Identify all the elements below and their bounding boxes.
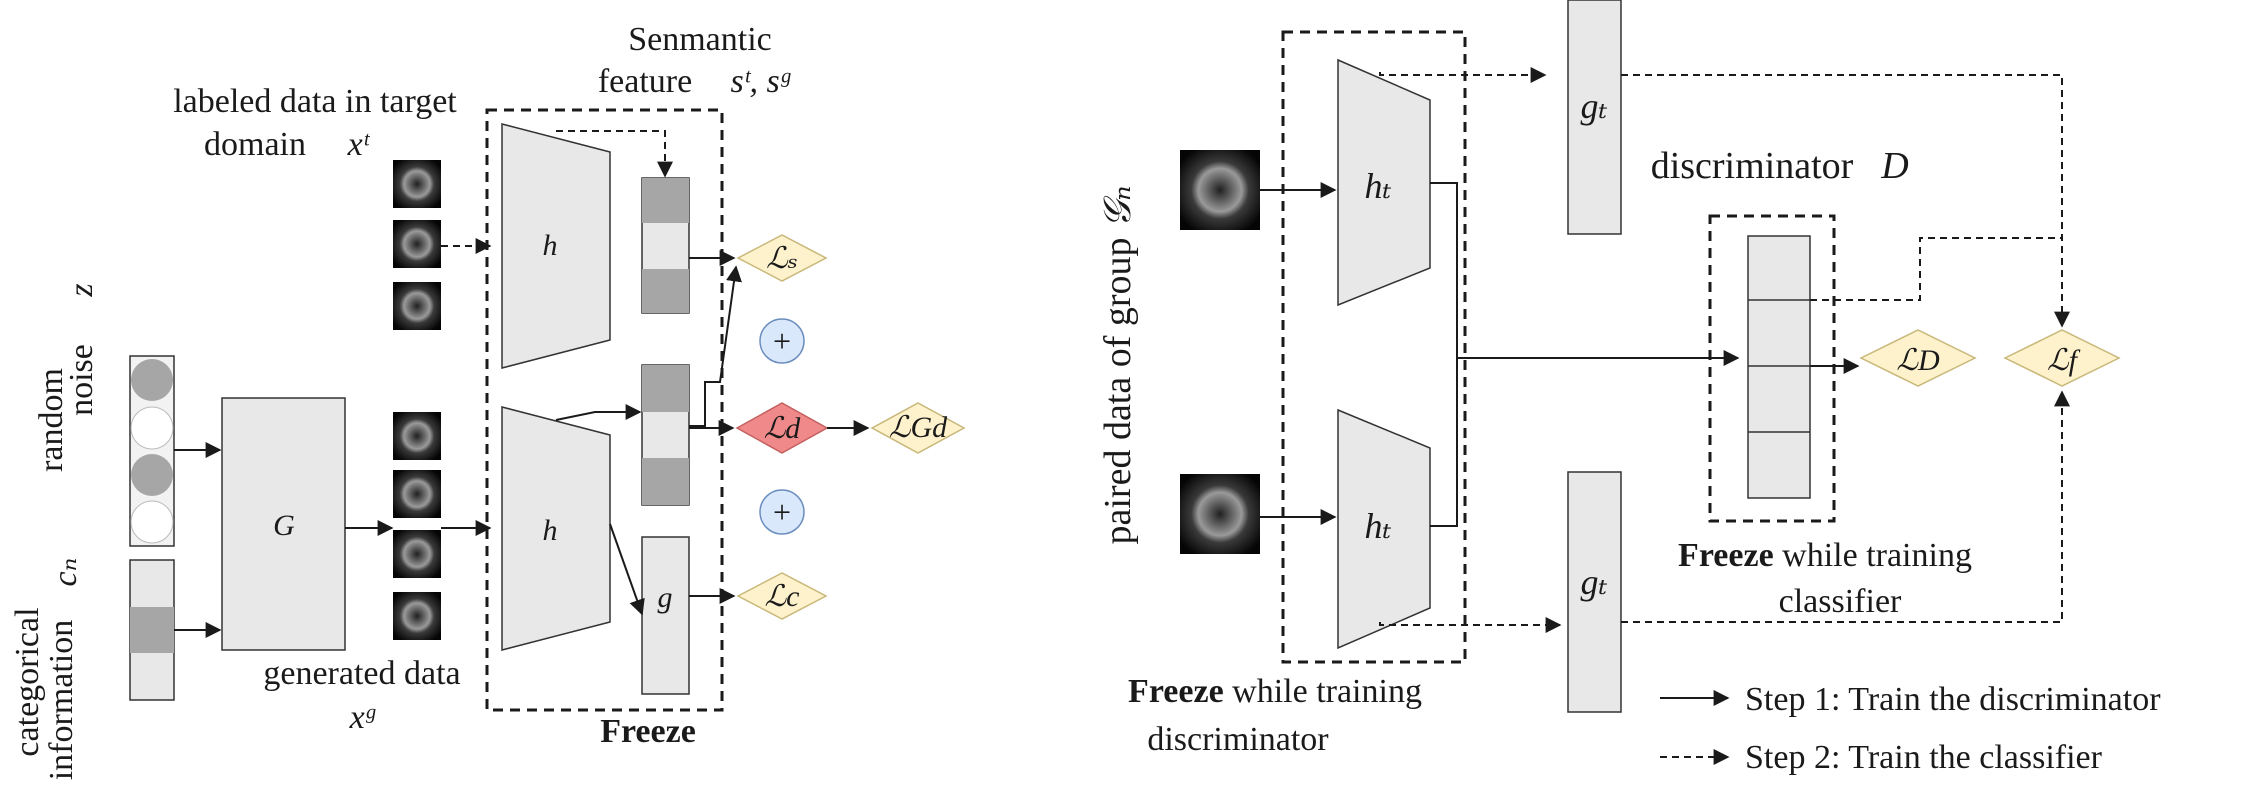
loss-f-label: ℒf [2047, 344, 2081, 377]
arrow-encoder-to-gt-bottom [1379, 617, 1562, 633]
arrow-feature-mid-up [689, 265, 742, 427]
target-digit-image [393, 160, 441, 208]
discriminator-vector [1747, 235, 1811, 499]
plus-circle-bottom [759, 489, 805, 535]
labeled-data-line2: domain [204, 126, 306, 163]
loss-f-diamond [2003, 329, 2121, 387]
generated-digit-image [393, 470, 441, 518]
loss-s-label: ℒₛ [766, 242, 798, 275]
freeze-discriminator-line2: discriminator [1147, 721, 1329, 758]
feature-cell [642, 365, 689, 412]
encoder-ht-top [1337, 58, 1431, 307]
plus-top-label: + [773, 323, 791, 359]
discriminator-symbol: D [1880, 145, 1908, 187]
noise-cell [130, 406, 174, 450]
generated-digit-image [393, 530, 441, 578]
feature-cell [642, 458, 689, 505]
encoder-bottom [501, 406, 611, 651]
noise-cell [131, 359, 173, 401]
semantic-feature-line1: Senmantic [628, 21, 772, 58]
paired-digit-image-bottom [1180, 474, 1260, 554]
right-diagram: paired data of group 𝒢ₙ hₜ hₜ gₜ gₜ disc… [1097, 0, 2161, 776]
feature-cell [642, 178, 689, 223]
generator-label: G [273, 509, 295, 542]
encoder-ht-bottom-label: hₜ [1365, 506, 1392, 546]
freeze-label: Freeze [600, 713, 696, 750]
generated-digit-image [393, 592, 441, 640]
loss-D-label: ℒD [1896, 344, 1940, 377]
classifier-gt-top-label: gₜ [1581, 86, 1608, 126]
loss-D-diamond [1859, 329, 1977, 387]
categorical-line2: information [43, 620, 80, 781]
categorical-symbol: cₙ [47, 558, 84, 587]
freeze-classifier-line1: Freeze while training [1678, 537, 1972, 574]
paired-digit-image-top [1180, 150, 1260, 230]
plus-circle-top [759, 318, 805, 364]
random-noise-line2: noise [63, 344, 100, 416]
noise-cell [131, 454, 173, 496]
arrow-encoder-to-feature-top [556, 130, 673, 178]
loss-gd-label: ℒGd [889, 411, 948, 444]
merge-line-top [1430, 182, 1458, 527]
encoder-top [501, 123, 611, 369]
encoder-top-label: h [543, 229, 558, 262]
semantic-feature-symbols: sᵗ, sᵍ [731, 63, 791, 100]
generated-digit-image [393, 412, 441, 460]
target-digit-image [393, 282, 441, 330]
generator-block [221, 397, 346, 651]
labeled-data-line1: labeled data in target [173, 83, 457, 120]
random-noise-line1: random [33, 368, 70, 472]
freeze-box-encoders [1281, 30, 1467, 664]
encoder-bottom-label: h [543, 514, 558, 547]
freeze-box [485, 108, 724, 712]
categorical-cell-active [130, 607, 174, 653]
legend-step2: Step 2: Train the classifier [1745, 739, 2103, 776]
classifier-g-block [641, 536, 690, 695]
freeze-classifier-line2: classifier [1779, 583, 1902, 620]
random-noise-symbol: z [63, 283, 100, 297]
feature-cell [642, 269, 689, 313]
labeled-data-symbol: xᵗ [347, 126, 371, 163]
arrow-encoder-to-gt-top [1379, 67, 1547, 83]
classifier-gt-bottom [1567, 471, 1622, 713]
generated-data-line1: generated data [263, 655, 460, 692]
encoder-ht-bottom [1337, 408, 1431, 650]
arrow-gt-bottom-to-loss-f [1621, 390, 2070, 623]
freeze-box-discriminator [1708, 214, 1836, 523]
loss-c-diamond [736, 572, 828, 620]
loss-gd-diamond [870, 402, 966, 454]
arrow-discriminator-to-loss-f [1810, 237, 2062, 301]
classifier-gt-bottom-label: gₜ [1581, 562, 1608, 602]
noise-cell [130, 500, 174, 544]
arrow-encoder-to-feature-mid [555, 404, 642, 421]
arrow-gt-top-to-loss-f [1621, 74, 2070, 328]
classifier-g-label: g [658, 581, 673, 614]
classifier-gt-top [1567, 0, 1622, 235]
loss-s-diamond [736, 234, 828, 282]
paired-data-label: paired data of group 𝒢ₙ [1097, 185, 1139, 544]
discriminator-label: discriminator [1651, 145, 1854, 187]
semantic-feature-line2: feature [598, 63, 692, 100]
plus-bottom-label: + [773, 494, 791, 530]
arrow-encoder-to-classifier [609, 523, 645, 616]
encoder-ht-top-label: hₜ [1365, 166, 1392, 206]
freeze-discriminator-line1: Freeze while training [1128, 673, 1422, 710]
loss-c-label: ℒc [765, 580, 800, 613]
categorical-line1: categorical [9, 607, 46, 756]
generated-data-symbol: xᵍ [349, 699, 376, 736]
legend-step1: Step 1: Train the discriminator [1745, 681, 2161, 718]
loss-d-label: ℒd [764, 412, 802, 445]
left-diagram: Senmantic feature sᵗ, sᵍ labeled data in… [9, 21, 966, 781]
target-digit-image [393, 220, 441, 268]
